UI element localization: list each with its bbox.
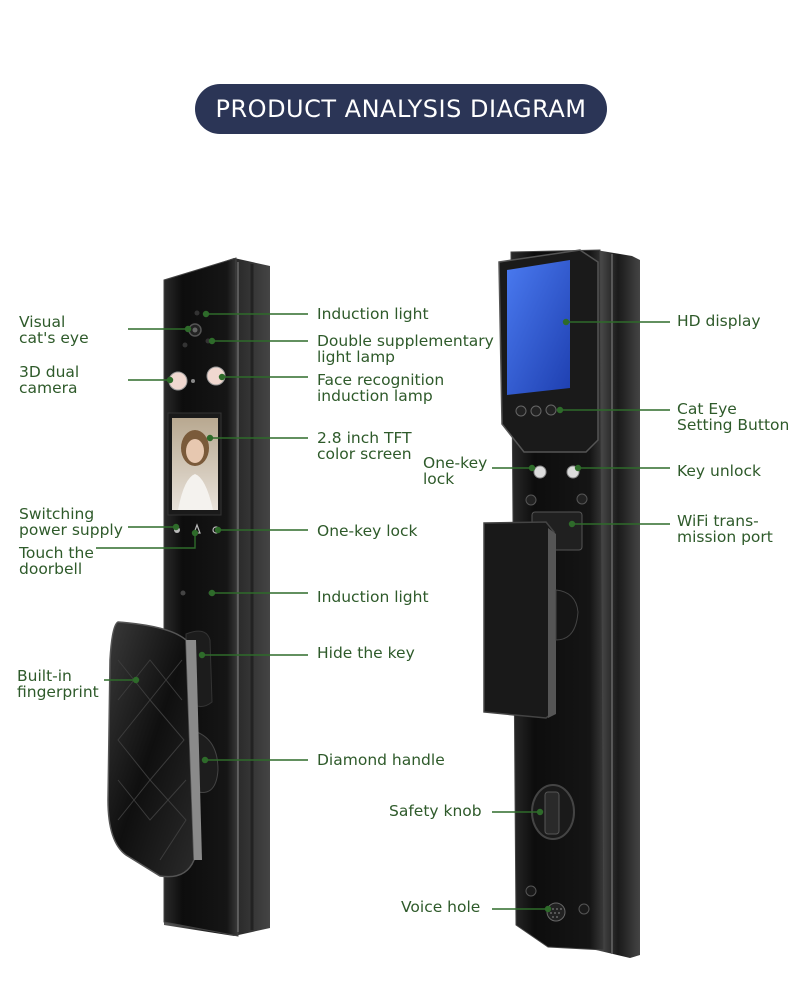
label-induction-light-top: Induction light [317, 306, 429, 322]
label-hide-the-key: Hide the key [317, 645, 415, 661]
hd-display-screen [507, 260, 570, 395]
label-wifi-transmission-port: WiFi trans-mission port [677, 513, 773, 545]
label-one-key-lock-left: One-key lock [317, 523, 418, 539]
induction-light-dot [195, 311, 200, 316]
one-key-lock-right-button [534, 466, 546, 478]
right-handle [484, 522, 554, 718]
left-lock [108, 258, 270, 936]
right-lock [484, 250, 640, 958]
diamond-handle-body [108, 622, 194, 877]
label-key-unlock: Key unlock [677, 463, 761, 479]
label-hd-display: HD display [677, 313, 761, 329]
label-voice-hole: Voice hole [401, 899, 480, 915]
label-safety-knob: Safety knob [389, 803, 482, 819]
voice-hole-grille [547, 903, 565, 921]
label-diamond-handle: Diamond handle [317, 752, 445, 768]
label-induction-light-middle: Induction light [317, 589, 429, 605]
